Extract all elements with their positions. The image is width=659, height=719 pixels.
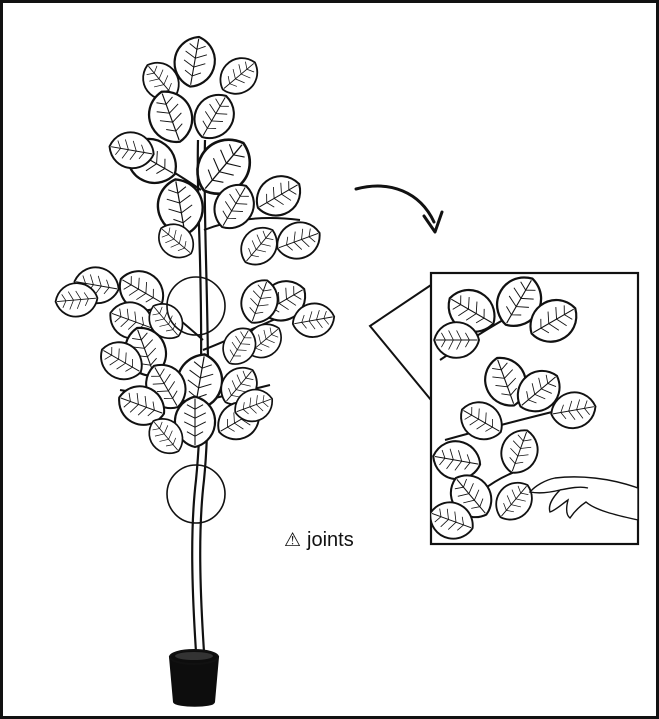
plant-leaf xyxy=(248,168,308,225)
joints-annotation: ⚠ joints xyxy=(284,529,354,552)
inset-leaf xyxy=(434,322,479,358)
curved-arrow-icon xyxy=(356,186,442,232)
joints-label-text: joints xyxy=(307,529,354,552)
plant-leaf xyxy=(233,219,286,273)
plant-leaves xyxy=(54,33,337,461)
plant-leaf xyxy=(271,216,325,265)
callout-pointer xyxy=(370,285,431,400)
plant-pot xyxy=(170,650,218,706)
plant-leaf xyxy=(186,86,243,146)
warning-triangle-icon: ⚠ xyxy=(284,531,301,550)
joint-circle-upper xyxy=(167,277,225,335)
